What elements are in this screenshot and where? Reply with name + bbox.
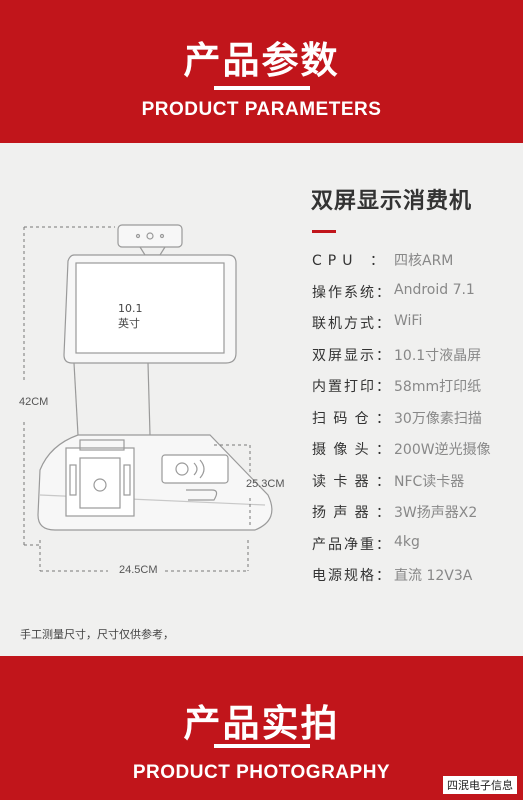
spec-value: 200W逆光摄像 [394,442,491,458]
spec-value: 四核ARM [394,253,454,269]
spec-value: NFC读卡器 [394,473,465,490]
section-title: 产品参数 [183,39,340,82]
spec-label: CPU： [312,253,390,269]
spec-label: 扫码仓： [312,410,390,427]
title-divider [213,744,310,748]
spec-value: 4kg [394,533,420,550]
header-banner: 产品参数 PRODUCT PARAMETERS [0,0,523,143]
section-title: 产品实拍 [183,702,340,745]
spec-label: 操作系统： [312,284,390,301]
spec-value: 30万像素扫描 [394,410,482,427]
spec-label: 内置打印： [312,379,390,395]
depth-dimension-label: 25.3CM [246,478,285,490]
product-name-underline [312,230,336,233]
height-dimension-label: 42CM [19,396,49,408]
spec-value: 直流 12V3A [394,568,473,584]
brand-watermark: 四泯电子信息 [443,776,517,794]
spec-value: Android 7.1 [394,281,475,298]
spec-value: 3W扬声器X2 [394,505,478,521]
device-line-drawing [23,224,273,572]
spec-label: 摄像头： [312,442,390,458]
section-subtitle: PRODUCT PARAMETERS [141,99,382,120]
screen-size-label: 10.1英寸 [118,302,143,330]
spec-label: 联机方式： [312,316,390,332]
spec-label: 双屏显示： [312,347,390,364]
width-dimension-label: 24.5CM [119,564,158,576]
title-divider [213,86,310,90]
section-subtitle: PRODUCT PHOTOGRAPHY [132,762,391,783]
spec-label: 产品净重： [312,536,390,553]
measurement-note: 手工测量尺寸，尺寸仅供参考， [20,628,174,641]
spec-label: 读卡器： [312,473,390,490]
spec-value: 58mm打印纸 [394,379,482,395]
spec-value: WiFi [394,313,423,329]
spec-value: 10.1寸液晶屏 [394,347,482,364]
spec-label: 扬声器： [312,505,390,521]
footer-banner: 产品实拍 PRODUCT PHOTOGRAPHY 四泯电子信息 [0,656,523,800]
product-name: 双屏显示消费机 [311,189,473,214]
spec-label: 电源规格： [312,568,390,584]
